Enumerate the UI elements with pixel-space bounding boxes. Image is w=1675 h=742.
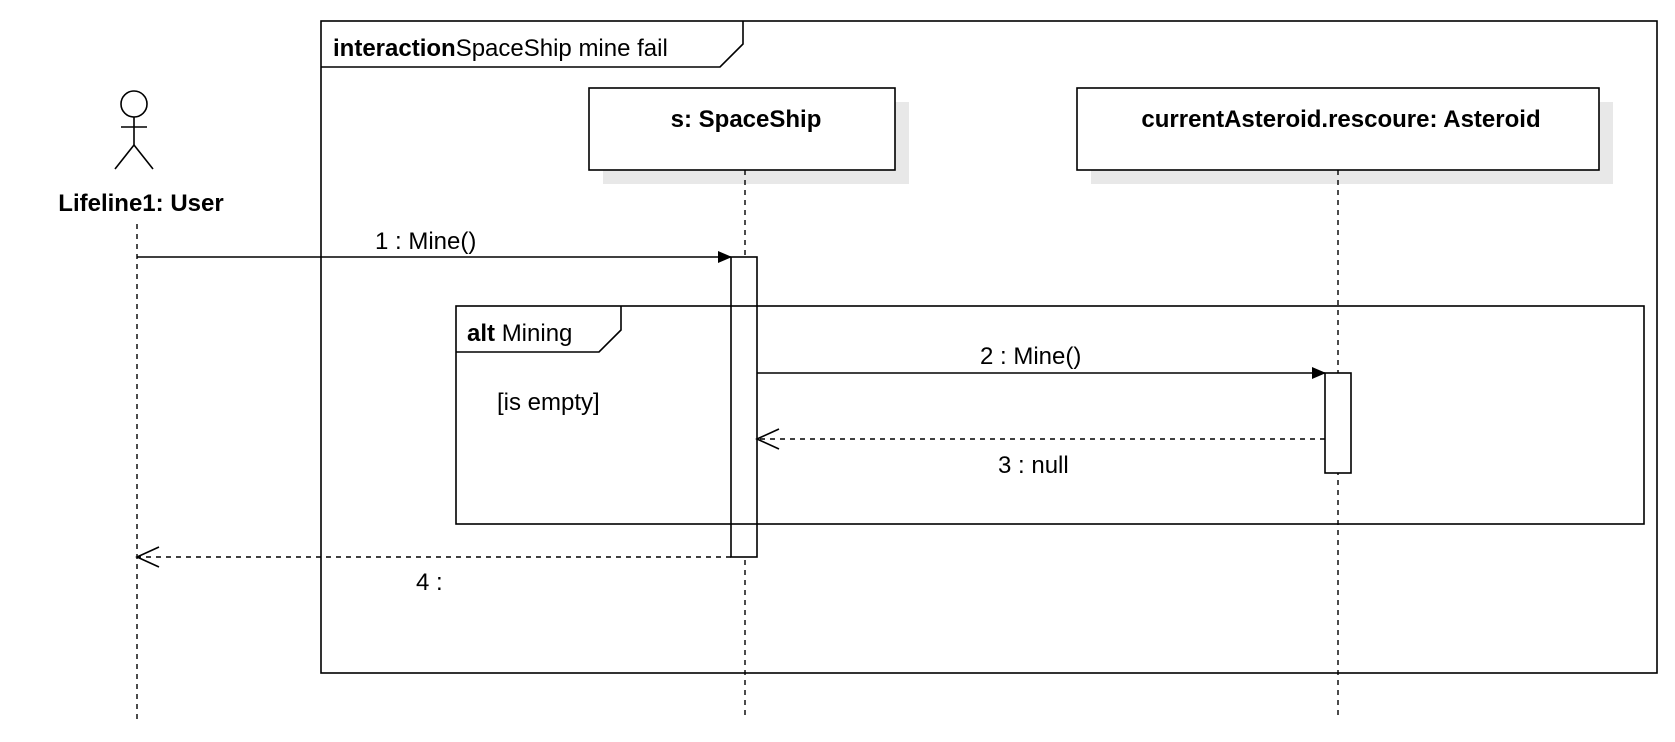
alt-fragment-tab (456, 306, 622, 353)
message-1[interactable]: 1 : Mine() (137, 228, 732, 263)
lifeline-asteroid-label: currentAsteroid.rescoure: Asteroid (1141, 106, 1540, 133)
message-3-label: 3 : null (998, 452, 1069, 479)
lifeline-asteroid-head (1076, 87, 1600, 171)
message-2-label: 2 : Mine() (980, 343, 1081, 370)
interaction-frame-tab (321, 21, 744, 68)
alt-fragment-guard: [is empty] (497, 389, 600, 416)
lifeline-asteroid[interactable]: currentAsteroid.rescoure: Asteroid (1076, 87, 1613, 720)
activation-bar-spaceship[interactable] (730, 256, 758, 558)
interaction-frame-border (320, 20, 1658, 674)
message-1-label: 1 : Mine() (375, 228, 476, 255)
message-4[interactable]: 4 : (135, 546, 731, 596)
message-4-label: 4 : (416, 569, 443, 596)
message-2[interactable]: 2 : Mine() (757, 343, 1326, 379)
alt-fragment-name: Mining (502, 320, 573, 347)
actor-stick-figure-icon (114, 90, 154, 170)
message-3[interactable]: 3 : null (755, 428, 1325, 479)
lifeline-spaceship-head (588, 87, 896, 171)
actor-user[interactable]: Lifeline1: User (58, 90, 224, 720)
message-4-arrowhead-icon (135, 546, 160, 568)
actor-label: Lifeline1: User (58, 190, 223, 217)
alt-fragment-border (455, 305, 1645, 525)
interaction-frame-title: interactionSpaceShip mine fail (333, 35, 668, 62)
message-3-arrowhead-icon (755, 428, 780, 450)
alt-fragment-operator: alt (467, 320, 495, 347)
alt-fragment-title: alt Mining (467, 320, 572, 347)
interaction-frame-keyword: interaction (333, 35, 456, 62)
lifeline-spaceship-label: s: SpaceShip (671, 106, 822, 133)
interaction-frame: interactionSpaceShip mine fail (320, 20, 1658, 674)
interaction-frame-name: SpaceShip mine fail (456, 35, 668, 62)
activation-bar-asteroid[interactable] (1324, 372, 1352, 474)
alt-fragment[interactable]: alt Mining [is empty] (455, 305, 1645, 525)
